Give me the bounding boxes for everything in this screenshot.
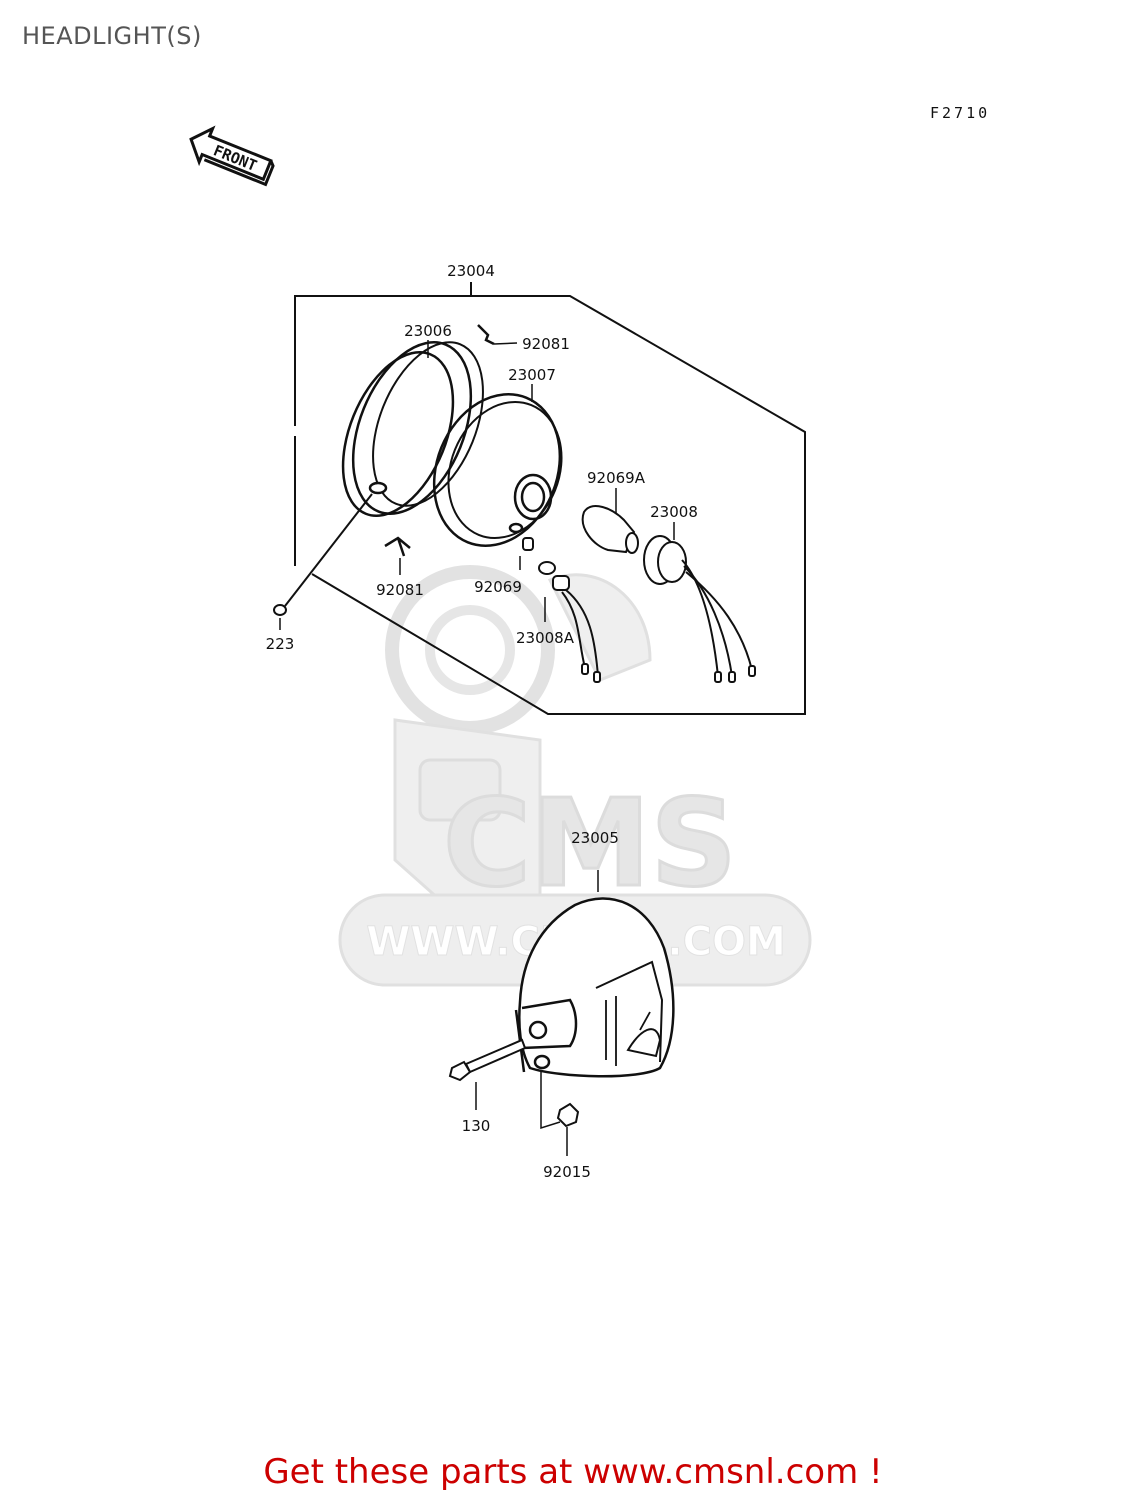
headlight-rim-23006 [341, 341, 484, 517]
sealed-beam-23007 [432, 393, 563, 547]
part-label-130: 130 [462, 1117, 491, 1135]
assembly-bracket-23004 [293, 282, 806, 715]
footer-promo-text: Get these parts at www.cmsnl.com ! [263, 1452, 883, 1492]
headlight-housing-23005 [514, 870, 675, 1078]
part-label-23008A: 23008A [516, 629, 575, 647]
part-label-92015: 92015 [543, 1163, 591, 1181]
part-label-92069A: 92069A [587, 469, 646, 487]
bulb-92069A [581, 505, 639, 554]
part-label-92081-top: 92081 [522, 335, 570, 353]
watermark-logo-text: CMS [443, 775, 737, 914]
screw-223 [273, 493, 373, 616]
part-label-23004: 23004 [447, 262, 495, 280]
page-title: HEADLIGHT(S) [22, 22, 202, 50]
spring-clip-92081-bottom [384, 536, 411, 557]
spring-clip-92081-top [477, 324, 495, 346]
part-label-23007: 23007 [508, 366, 556, 384]
part-label-23008: 23008 [650, 503, 698, 521]
parts-diagram: CMS WWW.CMSNL.COM FRONT [189, 125, 812, 1181]
part-label-23006: 23006 [404, 322, 452, 340]
part-label-92069: 92069 [474, 578, 522, 596]
leader-92015 [540, 1072, 561, 1130]
figure-code: F2710 [930, 104, 991, 122]
part-label-92081-bottom: 92081 [376, 581, 424, 599]
leader-92081-top [493, 342, 518, 345]
nut-92015 [556, 1102, 580, 1128]
bolt-130 [448, 1038, 527, 1082]
socket-23008A [552, 575, 601, 683]
part-label-223: 223 [266, 635, 295, 653]
socket-23008 [643, 535, 756, 683]
part-label-23005: 23005 [571, 829, 619, 847]
bulb-92069 [522, 537, 556, 575]
front-arrow: FRONT [189, 125, 275, 187]
